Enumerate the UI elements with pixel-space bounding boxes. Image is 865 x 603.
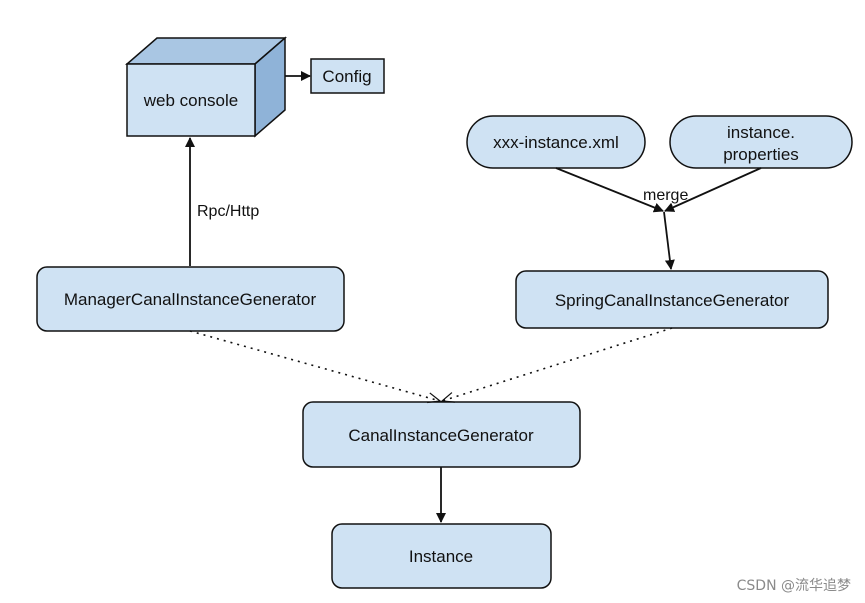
instance-node: Instance — [331, 523, 552, 589]
edge-spring-implements-canal — [442, 327, 673, 401]
web-console-node: web console — [124, 36, 288, 138]
instance-properties-label-line1: instance. — [727, 123, 795, 142]
xxx-instance-xml-node: xxx-instance.xml — [466, 115, 646, 169]
spring-generator-label: SpringCanalInstanceGenerator — [555, 291, 790, 310]
manager-generator-node: ManagerCanalInstanceGenerator — [36, 266, 345, 332]
edge-merge-to-spring — [663, 211, 675, 270]
instance-label: Instance — [409, 547, 473, 566]
edge-xml-to-merge — [555, 167, 664, 213]
instance-properties-node: instance. properties — [669, 115, 853, 169]
canal-generator-label: CanalInstanceGenerator — [348, 426, 534, 445]
merge-label: merge — [643, 187, 688, 204]
edge-properties-to-merge — [664, 167, 762, 212]
xxx-instance-xml-label: xxx-instance.xml — [493, 133, 619, 152]
config-box — [310, 58, 385, 94]
watermark: CSDN @流华追梦 — [736, 578, 851, 594]
web-console-label: web console — [143, 91, 239, 110]
config-node: Config — [310, 58, 385, 94]
edge-manager-implements-canal — [189, 330, 440, 401]
manager-generator-label: ManagerCanalInstanceGenerator — [64, 290, 317, 309]
cube-front-face — [126, 63, 256, 137]
config-label: Config — [322, 67, 371, 86]
spring-generator-node: SpringCanalInstanceGenerator — [515, 270, 829, 329]
rpc-http-label: Rpc/Http — [197, 203, 259, 220]
canal-generator-node: CanalInstanceGenerator — [302, 401, 581, 468]
instance-properties-label-line2: properties — [723, 145, 799, 164]
instance-box — [331, 523, 552, 589]
